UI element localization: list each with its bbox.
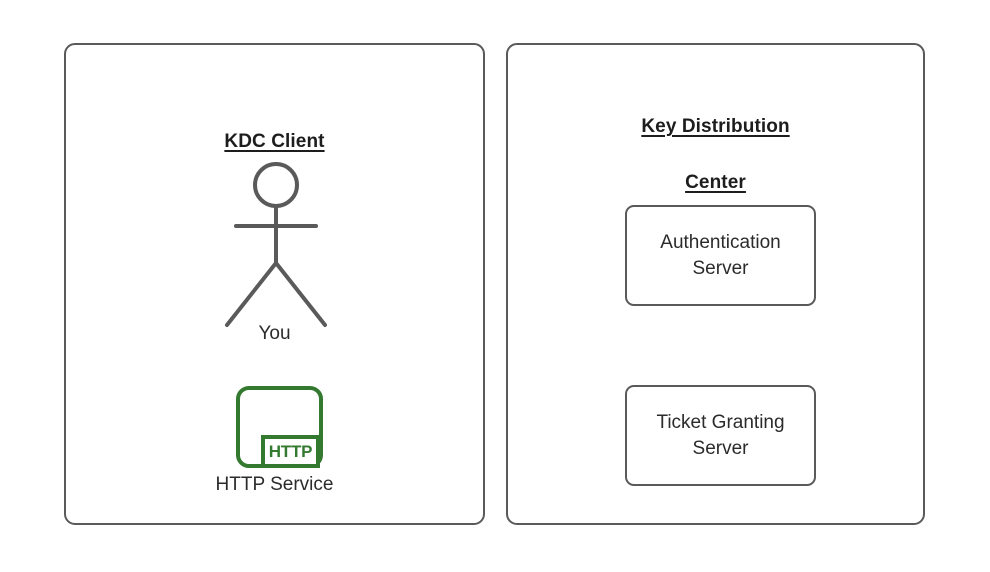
stick-figure-svg (225, 162, 327, 327)
actor-label-you: You (258, 323, 291, 344)
service-label-http-service: HTTP Service (215, 474, 334, 495)
panel-title-kdc-client-line-1: KDC Client (224, 131, 325, 152)
stick-figure-head (253, 162, 299, 208)
http-icon-badge-label: HTTP (269, 442, 313, 461)
node-authentication-server[interactable]: Authentication Server (625, 205, 816, 306)
stick-figure-leg-right (274, 261, 327, 327)
stick-figure-icon (214, 156, 338, 334)
http-service-icon: HTTP (232, 382, 324, 470)
http-icon-badge-rect (261, 435, 320, 468)
http-service-svg: HTTP (236, 386, 323, 468)
panel-title-key-distribution-center: Key Distribution Center (506, 85, 925, 225)
panel-title-kdc-client: KDC Client (64, 100, 485, 184)
stick-figure-leg-left (225, 261, 278, 327)
panel-title-kdc-line-1: Key Distribution (641, 116, 790, 137)
panel-title-kdc-line-2: Center (685, 172, 746, 193)
node-ticket-granting-server[interactable]: Ticket Granting Server (625, 385, 816, 486)
